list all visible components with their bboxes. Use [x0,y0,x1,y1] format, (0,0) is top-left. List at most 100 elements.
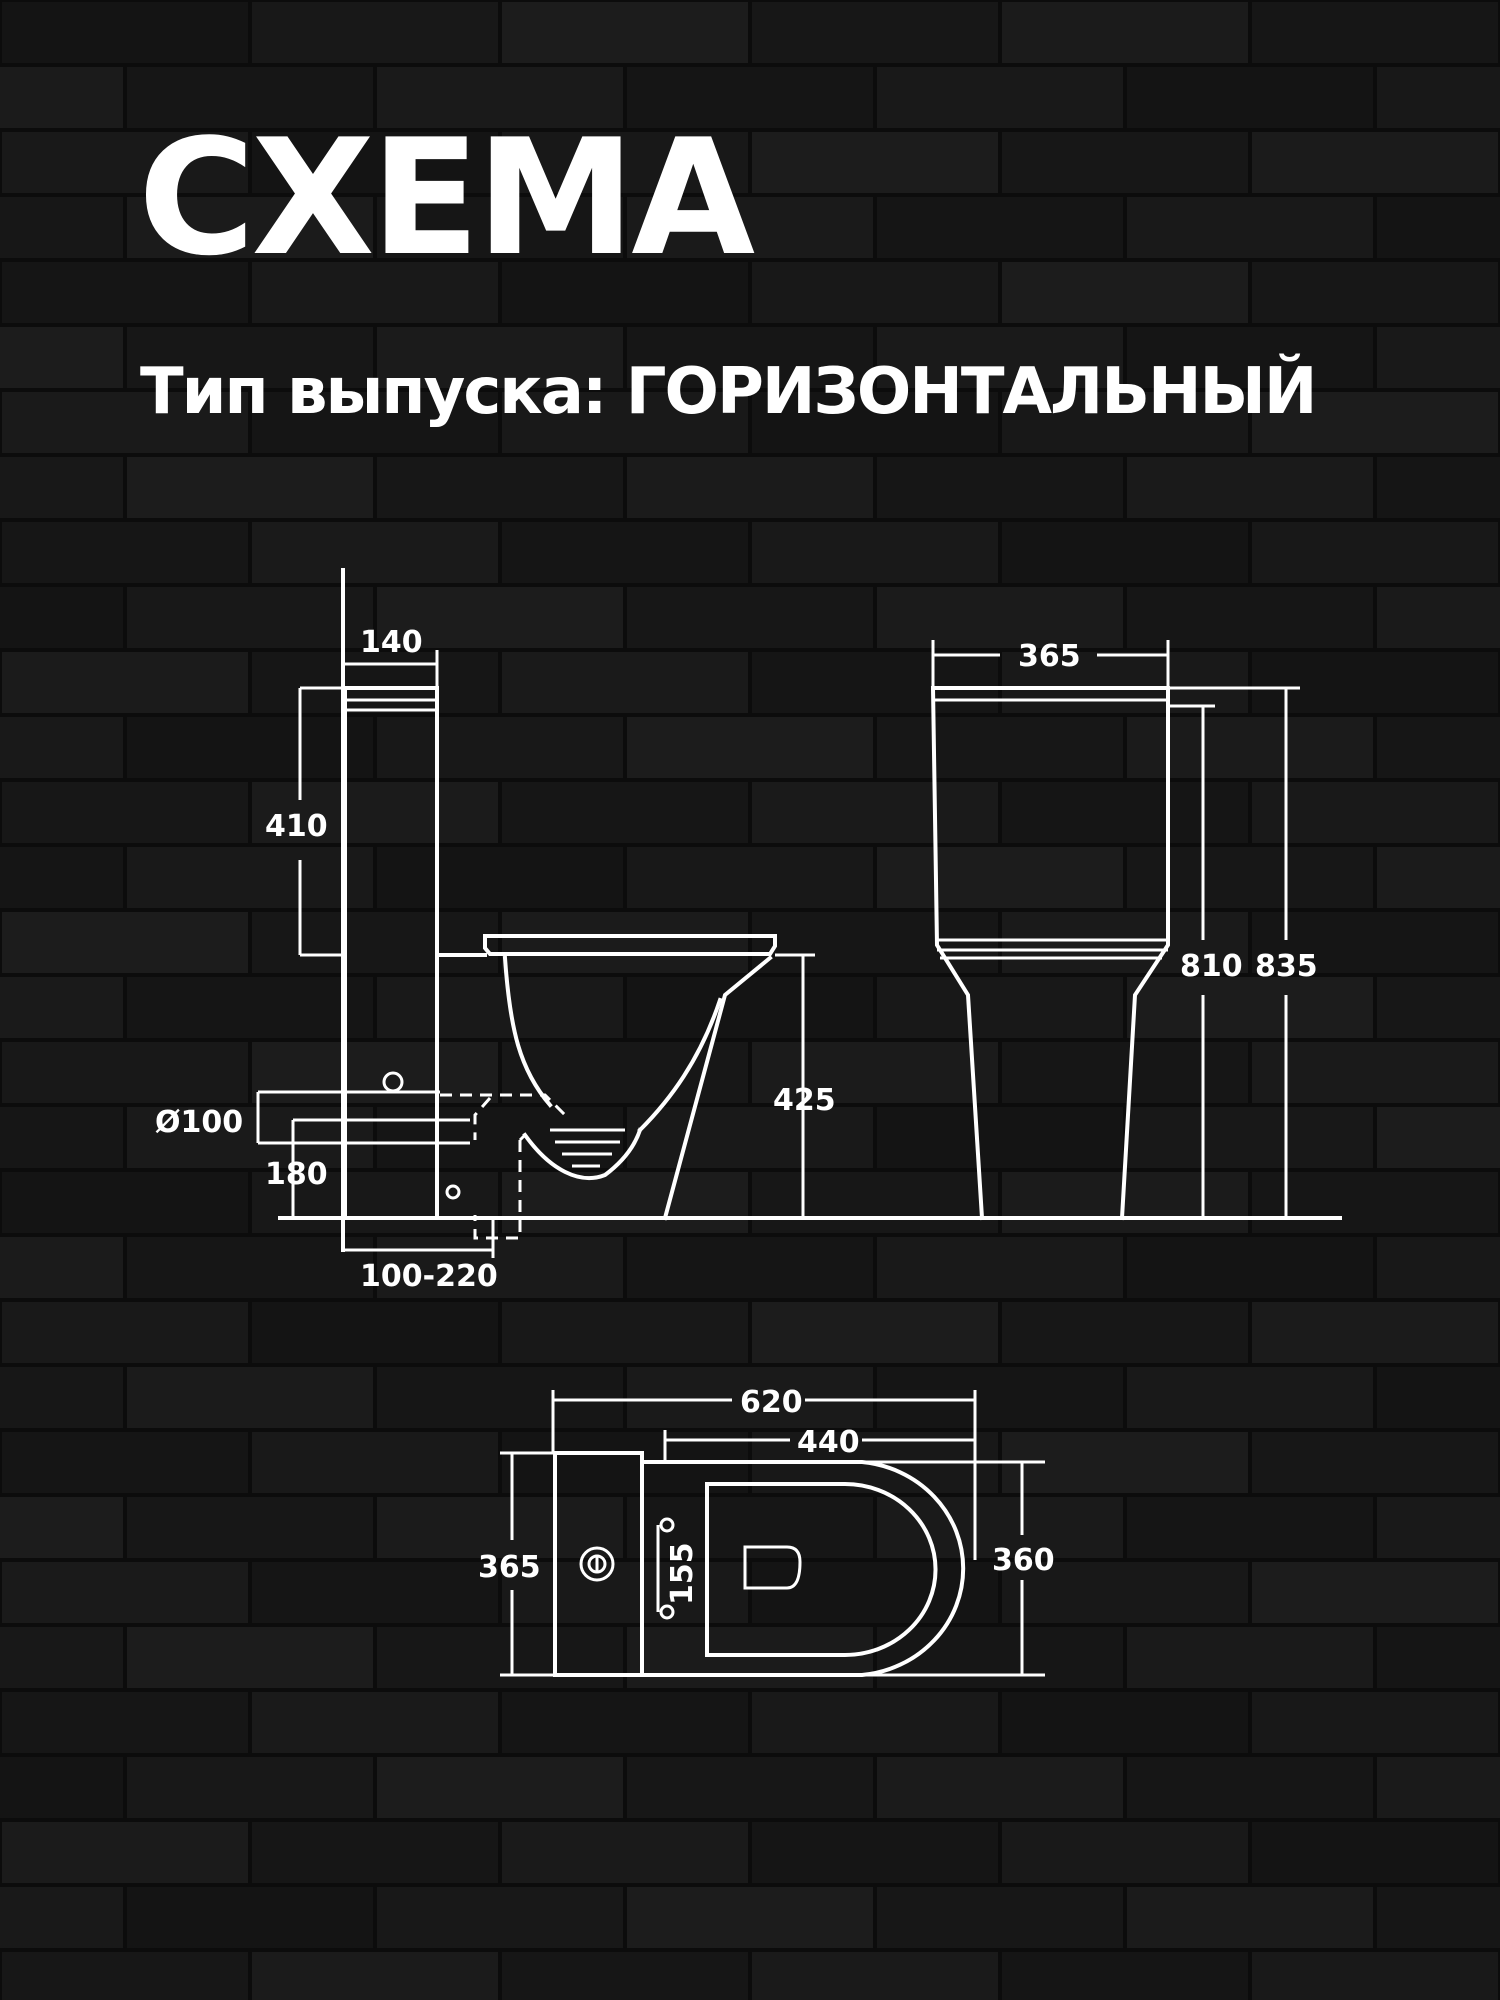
brick [1377,1887,1500,1948]
brick [0,457,123,518]
brick [1252,1042,1498,1103]
brick [877,1497,1123,1558]
brick [0,327,123,388]
bowl-pedestal-back [662,955,773,1221]
brick [127,847,373,908]
brick [0,587,123,648]
brick [252,1692,498,1753]
brick [377,1887,623,1948]
brick [1377,1107,1500,1168]
brick [752,1042,998,1103]
brick [1002,262,1248,323]
brick [2,1302,248,1363]
brick [1252,1172,1498,1233]
brick [1002,392,1248,453]
brick [252,782,498,843]
dim-top-bowl-width-label: 360 [992,1543,1055,1578]
brick [627,457,873,518]
brick [502,2,748,63]
brick [1377,977,1500,1038]
brick [252,912,498,973]
brick [1377,717,1500,778]
brick [1252,1302,1498,1363]
brick [1127,1887,1373,1948]
brick [1002,2,1248,63]
brick [877,457,1123,518]
brick [752,522,998,583]
brick [1002,652,1248,713]
brick [752,2,998,63]
brick [377,977,623,1038]
brick [2,1692,248,1753]
brick [377,197,623,258]
brick [1002,1952,1248,2000]
outlet-type-subtitle: Тип выпуска: ГОРИЗОНТАЛЬНЫЙ [140,355,1317,429]
brick [1002,132,1248,193]
brick [502,392,748,453]
dim-seat-height-label: 425 [773,1083,836,1118]
brick [1377,1367,1500,1428]
brick [1127,67,1373,128]
brick [0,67,123,128]
brick [877,67,1123,128]
brick [1252,1822,1498,1883]
side-seat [483,934,777,956]
brick [1002,1562,1248,1623]
brick [877,587,1123,648]
brick [627,327,873,388]
brick [2,522,248,583]
brick [377,1627,623,1688]
outlet-pipe-bottom [473,1140,522,1240]
dim-outlet-diameter-label: Ø100 [155,1105,243,1140]
brick [0,1367,123,1428]
top-view: 620 440 365 155 360 [478,1385,1055,1677]
brick [252,1432,498,1493]
brick [1127,1367,1373,1428]
brick [627,1367,873,1428]
front-body-right [931,686,1170,1221]
brick [1252,1952,1498,2000]
brick [1002,1692,1248,1753]
brick [1127,1107,1373,1168]
brick [0,1757,123,1818]
brick [2,1822,248,1883]
brick [0,1107,123,1168]
dim-top-tank-label: 365 [478,1550,541,1585]
brick [1252,782,1498,843]
brick [2,262,248,323]
brick [1252,392,1498,453]
brick [377,1367,623,1428]
brick [0,197,123,258]
brick [1002,1302,1248,1363]
brick [127,67,373,128]
brick [1127,1237,1373,1298]
dim-outlet-height-label: 180 [265,1157,328,1192]
page-title: СХЕМА [138,104,755,291]
brick [0,1887,123,1948]
mount-bolt-bottom [659,1604,675,1620]
brick [877,1887,1123,1948]
brick [0,1627,123,1688]
top-bowl-outline [640,1460,966,1677]
brick [252,1302,498,1363]
mount-hole-circle [445,1184,461,1200]
brick [877,327,1123,388]
brick [1252,1562,1498,1623]
brick [627,1627,873,1688]
dim-tank-depth-label: 140 [360,625,423,660]
brick [502,782,748,843]
mount-bolt-top [659,1517,675,1533]
brick [252,1822,498,1883]
brick [0,847,123,908]
brick [2,392,248,453]
brick [2,1432,248,1493]
brick [127,1107,373,1168]
bowl-front-curve [502,955,553,1108]
brick [1377,67,1500,128]
brick [877,977,1123,1038]
brick [2,1952,248,2000]
brick [1127,1757,1373,1818]
brick [1127,327,1373,388]
